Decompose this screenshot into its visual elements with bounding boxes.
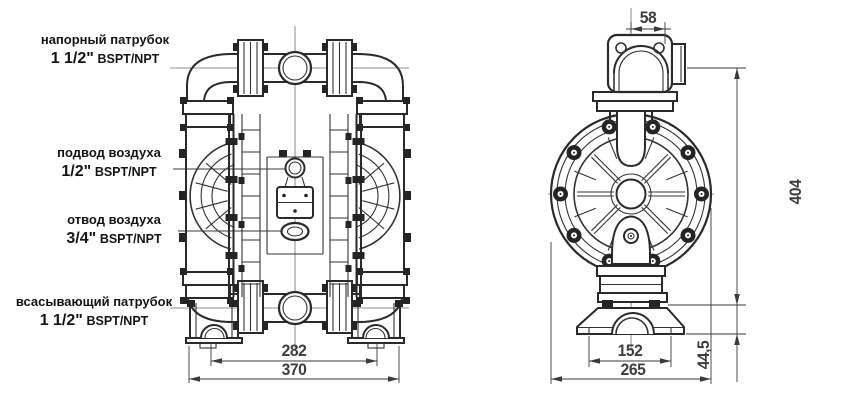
front-view	[170, 26, 411, 383]
port-size: 3/4" BSPT/NPT	[66, 229, 162, 247]
flange-bolt-hole	[653, 42, 665, 54]
port-size: 1 1/2" BSPT/NPT	[39, 311, 149, 329]
port-name: подвод воздуха	[57, 145, 161, 160]
port-name: всасывающий патрубок	[15, 294, 173, 309]
side-dimensions	[550, 22, 746, 384]
foot-left	[185, 300, 243, 349]
label-discharge-port: напорный патрубок 1 1/2" BSPT/NPT	[30, 32, 180, 70]
dim-265: 265	[620, 360, 646, 379]
port-name: напорный патрубок	[40, 32, 170, 47]
dim-152: 152	[617, 341, 643, 360]
chamber-right	[329, 114, 411, 297]
side-view	[548, 8, 746, 384]
port-size: 1/2" BSPT/NPT	[61, 162, 157, 180]
chamber-cover	[549, 112, 713, 276]
dim-58: 58	[639, 8, 657, 27]
air-inlet-circle	[284, 157, 306, 179]
port-size: 1 1/2" BSPT/NPT	[50, 49, 160, 67]
suction-port-circle	[277, 290, 313, 326]
flange-bolt-hole	[615, 42, 627, 54]
center-air-section	[266, 150, 324, 255]
dim-404: 404	[786, 179, 805, 205]
label-air-inlet: подвод воздуха 1/2" BSPT/NPT	[40, 145, 178, 183]
clamp-flanges	[233, 39, 357, 334]
dim-282: 282	[281, 341, 307, 360]
port-name: отвод воздуха	[67, 212, 161, 227]
dim-370: 370	[281, 360, 307, 379]
top-flange	[592, 33, 686, 112]
discharge-port-circle	[277, 50, 313, 86]
air-outlet-muffler	[280, 221, 310, 242]
front-dimensions	[188, 344, 400, 383]
label-suction-port: всасывающий патрубок 1 1/2" BSPT/NPT	[8, 294, 180, 332]
dim-44-5: 44,5	[694, 340, 713, 370]
side-foot	[576, 265, 685, 335]
discharge-tube	[616, 109, 646, 168]
label-air-outlet: отвод воздуха 3/4" BSPT/NPT	[50, 212, 178, 250]
chamber-left	[179, 114, 261, 297]
